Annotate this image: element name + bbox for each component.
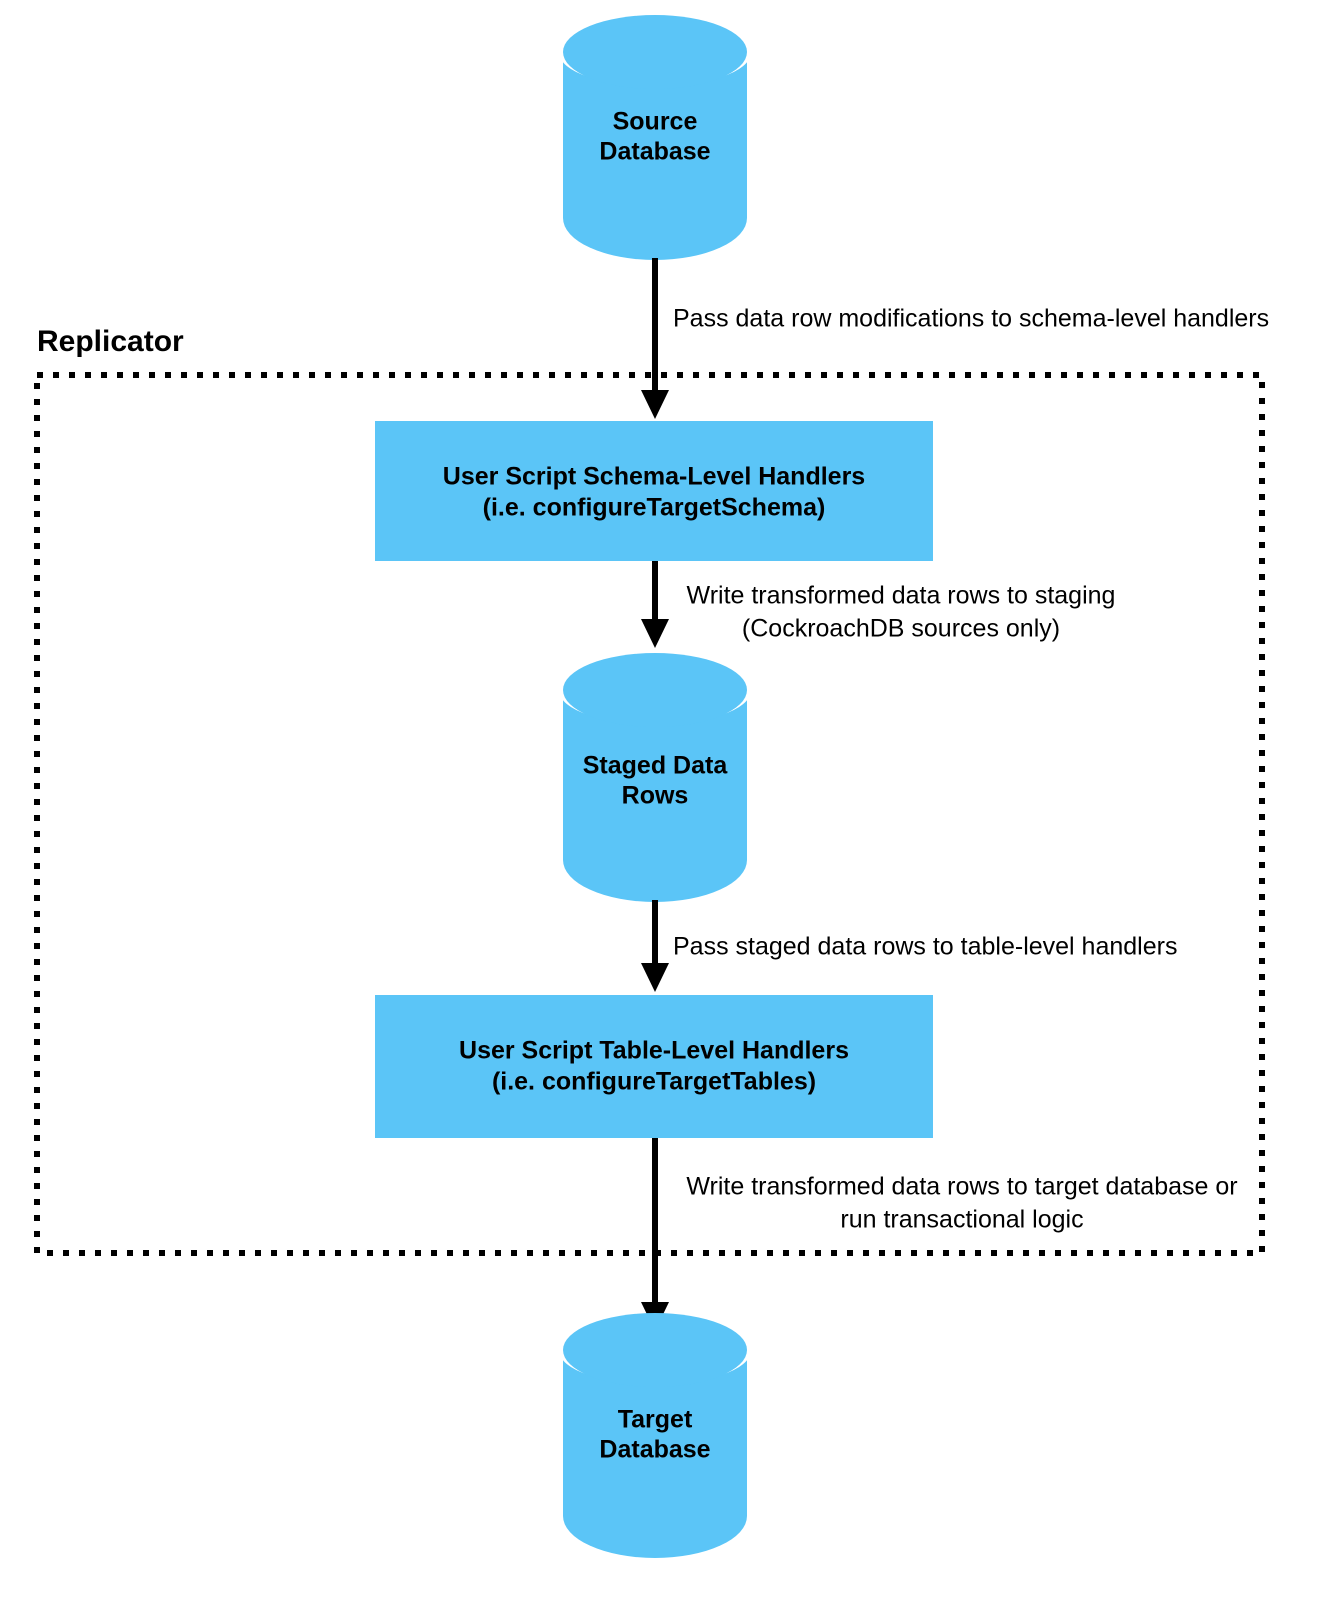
source-database-cylinder-body: [563, 52, 747, 260]
edge-schema-to-staged-arrowhead: [641, 619, 669, 648]
target-database-cylinder-body: [563, 1350, 747, 1558]
schema-level-handlers-label-line1: User Script Schema-Level Handlers: [443, 463, 865, 491]
staged-data-rows-label-line1: Staged Data: [583, 752, 729, 780]
edge-staged-to-table-label-line1: Pass staged data rows to table-level han…: [673, 933, 1177, 961]
source-database-label-line2: Database: [599, 138, 710, 166]
table-level-handlers-label-line2: (i.e. configureTargetTables): [492, 1068, 816, 1096]
edge-table-to-target-label-line1: Write transformed data rows to target da…: [686, 1173, 1237, 1201]
node-table-level-handlers: User Script Table-Level Handlers (i.e. c…: [375, 995, 933, 1138]
edge-staged-to-table-arrowhead: [641, 963, 669, 992]
edge-schema-to-staged: Write transformed data rows to staging (…: [641, 561, 1115, 648]
target-database-cylinder-top: [563, 1313, 747, 1387]
staged-data-rows-label-line2: Rows: [622, 782, 689, 810]
edge-table-to-target: Write transformed data rows to target da…: [641, 1138, 1238, 1331]
node-staged-data-rows: Staged Data Rows: [559, 653, 751, 902]
schema-level-handlers-box: [375, 421, 933, 561]
target-database-label-line2: Database: [599, 1436, 710, 1464]
table-level-handlers-box: [375, 995, 933, 1138]
schema-level-handlers-label-line2: (i.e. configureTargetSchema): [483, 494, 826, 522]
replicator-group-title: Replicator: [37, 325, 184, 358]
edge-staged-to-table: Pass staged data rows to table-level han…: [641, 900, 1177, 992]
node-target-database: Target Database: [559, 1313, 751, 1558]
edge-source-to-schema-arrowhead: [641, 390, 669, 419]
edge-source-to-schema: Pass data row modifications to schema-le…: [641, 258, 1269, 419]
staged-data-rows-cylinder-body: [563, 690, 747, 902]
edge-source-to-schema-label-line1: Pass data row modifications to schema-le…: [673, 305, 1269, 333]
edge-table-to-target-label-line2: run transactional logic: [840, 1206, 1083, 1234]
table-level-handlers-label-line1: User Script Table-Level Handlers: [459, 1037, 849, 1065]
source-database-label-line1: Source: [613, 108, 698, 136]
node-source-database: Source Database: [559, 15, 751, 260]
source-database-cylinder-top: [563, 15, 747, 89]
edge-schema-to-staged-label-line2: (CockroachDB sources only): [742, 615, 1060, 643]
edge-schema-to-staged-label-line1: Write transformed data rows to staging: [687, 582, 1116, 610]
replicator-group-border: [34, 372, 1265, 1256]
target-database-label-line1: Target: [618, 1406, 693, 1434]
node-schema-level-handlers: User Script Schema-Level Handlers (i.e. …: [375, 421, 933, 561]
staged-data-rows-cylinder-top: [563, 653, 747, 727]
